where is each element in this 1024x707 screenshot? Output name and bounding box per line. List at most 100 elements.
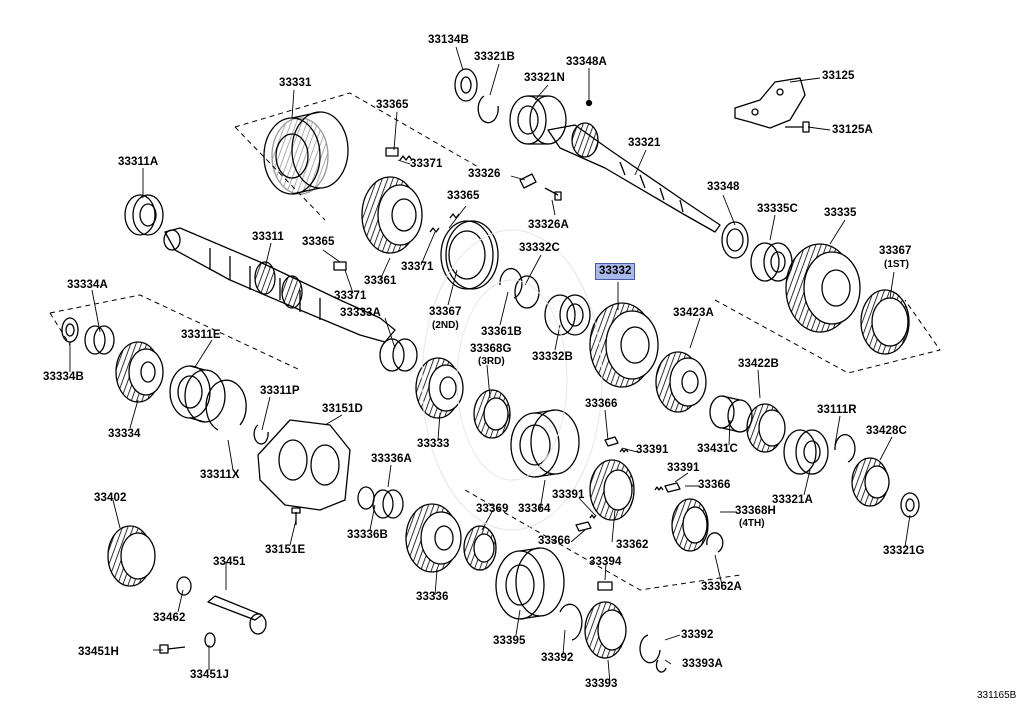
label-33392-left[interactable]: 33392	[541, 652, 574, 664]
label-33335[interactable]: 33335	[824, 207, 857, 219]
label-33134b[interactable]: 33134B	[428, 34, 469, 46]
label-33311[interactable]: 33311	[252, 231, 284, 243]
label-33335c[interactable]: 33335C	[757, 203, 798, 215]
label-33326a[interactable]: 33326A	[528, 219, 569, 231]
label-33365-left[interactable]: 33365	[302, 236, 335, 248]
label-33151d[interactable]: 33151D	[322, 403, 363, 415]
label-33333[interactable]: 33333	[417, 438, 450, 450]
label-33392-right[interactable]: 33392	[681, 629, 714, 641]
label-33365-top[interactable]: 33365	[376, 99, 409, 111]
label-33321g[interactable]: 33321G	[883, 545, 925, 557]
label-33362a[interactable]: 33362A	[701, 581, 742, 593]
label-33311x[interactable]: 33311X	[200, 469, 240, 481]
gear-33422b	[746, 403, 786, 453]
group-box-right	[714, 299, 941, 374]
label-33321n[interactable]: 33321N	[524, 72, 565, 84]
label-33368g[interactable]: 33368G	[470, 343, 512, 355]
label-33364[interactable]: 33364	[518, 503, 551, 515]
label-33311p[interactable]: 33311P	[260, 385, 300, 397]
label-33394[interactable]: 33394	[589, 556, 622, 568]
label-33402[interactable]: 33402	[94, 492, 127, 504]
label-33361b[interactable]: 33361B	[481, 326, 522, 338]
label-33371-left[interactable]: 33371	[334, 290, 367, 302]
label-33431c[interactable]: 33431C	[697, 443, 738, 455]
gear-33335	[785, 243, 861, 333]
label-33423a[interactable]: 33423A	[673, 307, 714, 319]
label-33334b[interactable]: 33334B	[43, 371, 84, 383]
bearing-33311a	[124, 194, 164, 236]
input-shaft-33321	[547, 122, 721, 233]
label-33321[interactable]: 33321	[628, 137, 661, 149]
label-33125[interactable]: 33125	[822, 70, 855, 82]
synchro-ring-33367	[440, 220, 499, 290]
label-33331[interactable]: 33331	[279, 77, 312, 89]
label-33334a[interactable]: 33334A	[67, 279, 108, 291]
label-33393[interactable]: 33393	[585, 678, 618, 690]
spring-33391b	[654, 486, 664, 491]
label-33334[interactable]: 33334	[108, 428, 141, 440]
label-33395[interactable]: 33395	[493, 635, 526, 647]
label-33371-mid[interactable]: 33371	[401, 261, 434, 273]
thrust-washer-33348	[721, 221, 749, 259]
label-33333a[interactable]: 33333A	[340, 307, 381, 319]
snap-ring-33361b	[499, 267, 540, 309]
label-33321b[interactable]: 33321B	[474, 51, 515, 63]
snap-ring-33321b	[477, 95, 499, 124]
label-33332b[interactable]: 33332B	[532, 351, 573, 363]
label-33336[interactable]: 33336	[416, 591, 449, 603]
label-33366-mid[interactable]: 33366	[698, 479, 731, 491]
label-33366-top[interactable]: 33366	[585, 398, 618, 410]
spring-33371b	[429, 227, 440, 233]
label-33451j[interactable]: 33451J	[190, 669, 229, 681]
label-33326[interactable]: 33326	[468, 168, 501, 180]
bracket-33125	[734, 77, 806, 129]
label-33462[interactable]: 33462	[153, 612, 186, 624]
label-33393a[interactable]: 33393A	[682, 658, 723, 670]
label-33311e[interactable]: 33311E	[181, 329, 221, 341]
label-33125a[interactable]: 33125A	[832, 124, 873, 136]
bearing-33335c	[750, 242, 793, 282]
label-33369[interactable]: 33369	[476, 503, 509, 515]
label-33348a[interactable]: 33348A	[566, 56, 607, 68]
label-33151e[interactable]: 33151E	[265, 544, 306, 556]
label-33311a[interactable]: 33311A	[118, 156, 159, 168]
washer-33334b	[61, 317, 79, 343]
group-box-left	[49, 294, 301, 371]
label-33428c[interactable]: 33428C	[866, 425, 907, 437]
label-33365-mid[interactable]: 33365	[447, 190, 480, 202]
label-33361[interactable]: 33361	[364, 275, 397, 287]
synchro-ring-33369	[463, 525, 497, 571]
label-33336b[interactable]: 33336B	[347, 529, 388, 541]
label-33367-2nd[interactable]: 33367	[429, 306, 462, 318]
shifting-key-33366a	[604, 436, 619, 447]
washer-33451j	[204, 632, 216, 648]
label-33367-1st[interactable]: 33367	[879, 245, 912, 257]
group-box-lower	[464, 489, 741, 591]
sleeve-33364	[510, 409, 580, 478]
label-33332-highlighted[interactable]: 33332	[595, 263, 636, 280]
shifting-key-33365a	[385, 147, 399, 157]
gear-33428c	[851, 457, 890, 507]
label-33332c[interactable]: 33332C	[519, 242, 560, 254]
label-33451[interactable]: 33451	[213, 556, 246, 568]
label-33321a[interactable]: 33321A	[772, 494, 813, 506]
nut-33321g	[900, 492, 920, 518]
gear-33336	[405, 503, 462, 573]
label-33368h[interactable]: 33368H	[735, 505, 776, 517]
label-33391-left[interactable]: 33391	[552, 489, 585, 501]
label-33371-top[interactable]: 33371	[410, 158, 443, 170]
gear-33393	[584, 601, 627, 659]
bolt-33326a	[544, 187, 562, 201]
label-33336a[interactable]: 33336A	[371, 453, 412, 465]
bearing-33321n	[509, 95, 567, 145]
label-33362[interactable]: 33362	[616, 539, 649, 551]
label-33366-low[interactable]: 33366	[538, 535, 571, 547]
label-33111r[interactable]: 33111R	[817, 404, 857, 416]
label-33391-right[interactable]: 33391	[636, 444, 669, 456]
label-33348[interactable]: 33348	[707, 181, 740, 193]
label-33391-mid[interactable]: 33391	[667, 462, 700, 474]
label-33451h[interactable]: 33451H	[78, 646, 119, 658]
label-33422b[interactable]: 33422B	[738, 358, 779, 370]
